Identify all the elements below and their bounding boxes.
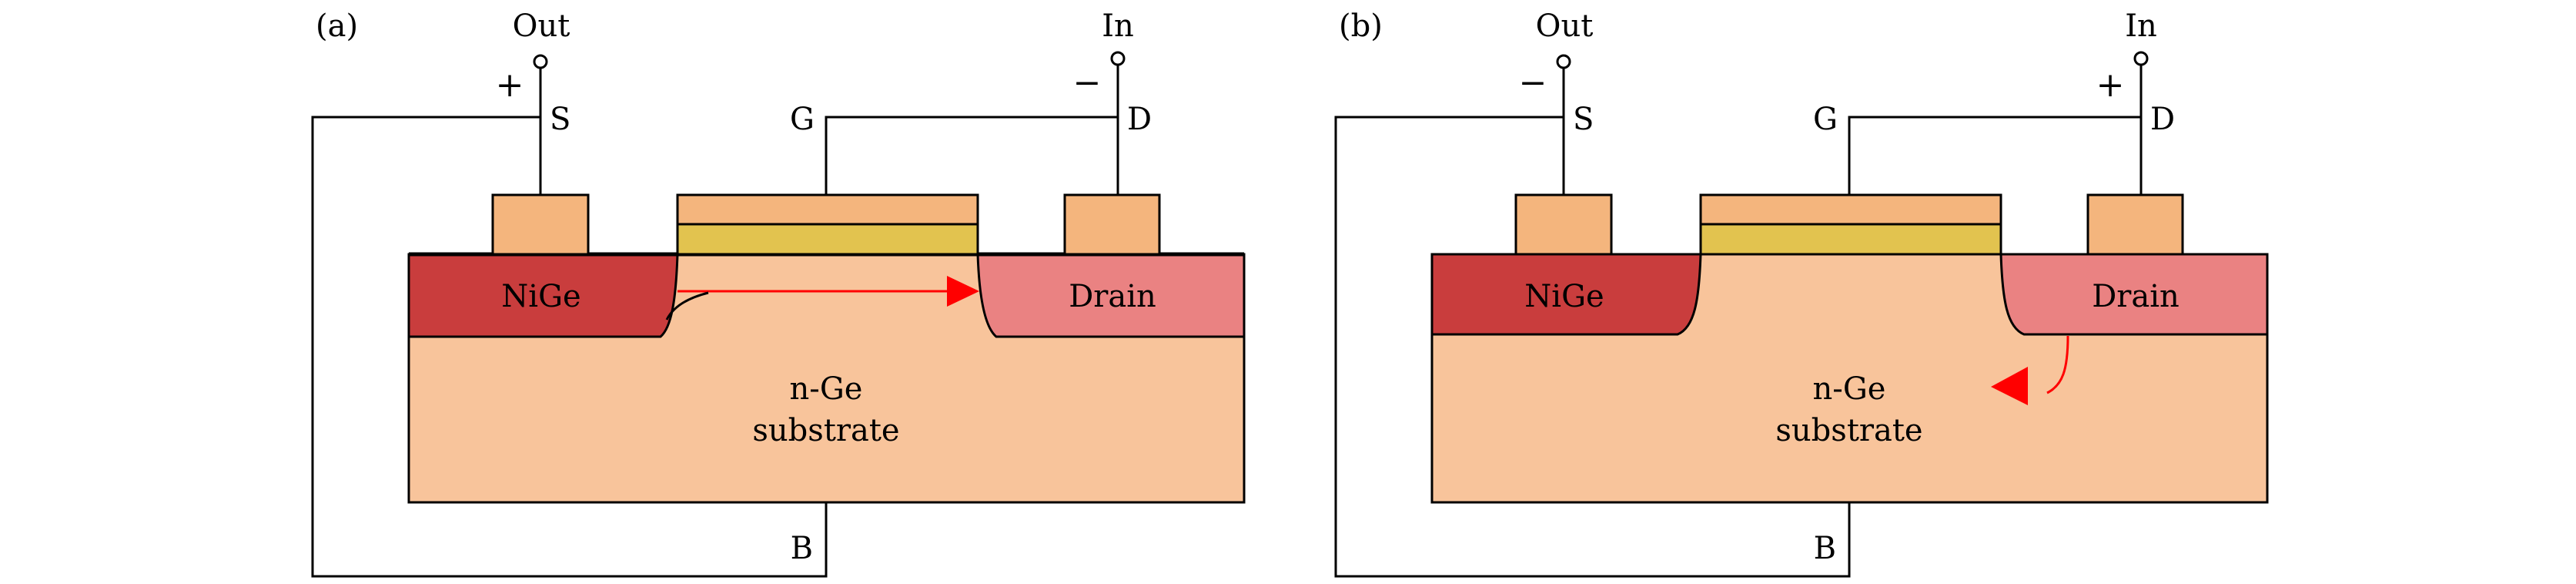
source-bulk-wire [1334, 116, 1851, 578]
current-arrow-head-icon [947, 276, 979, 307]
gate-terminal-label: G [790, 102, 815, 137]
bulk-terminal-label: B [791, 531, 813, 566]
in-terminal-icon [1110, 51, 1126, 66]
panel-label: (b) [1339, 8, 1383, 44]
gate-drain-wire [825, 116, 1118, 195]
nige-label: NiGe [1524, 279, 1604, 314]
gate-oxide [676, 223, 979, 256]
out-terminal-icon [533, 54, 548, 69]
drain-region-label: Drain [2092, 279, 2180, 314]
panel-label: (a) [316, 8, 358, 44]
source-bulk-wire [311, 116, 828, 578]
source-terminal-label: S [550, 102, 570, 137]
substrate-label-line1: n-Ge [1813, 371, 1886, 407]
gate-oxide [1699, 223, 2002, 256]
source-polarity: − [1519, 63, 1547, 102]
nige-source-region [1430, 253, 1702, 336]
drain-region [976, 253, 1246, 338]
in-terminal-icon [2133, 51, 2149, 66]
substrate-label-line2: substrate [1775, 413, 1922, 448]
out-label: Out [1536, 8, 1594, 44]
nige-label: NiGe [501, 279, 580, 314]
out-label: Out [513, 8, 570, 44]
drain-region [1999, 253, 2269, 336]
bulk-terminal-label: B [1814, 531, 1836, 566]
drain-contact [1063, 193, 1161, 256]
drain-polarity: − [1073, 63, 1102, 102]
drain-terminal-label: D [2150, 102, 2175, 137]
gate-electrode [676, 193, 979, 226]
drain-terminal-label: D [1127, 102, 1152, 137]
panel-a: (a) Out In + − S G D B NiGe Drain n-Ge s… [311, 8, 1246, 578]
source-contact [491, 193, 590, 256]
leakage-arrow-head-icon [1991, 367, 2028, 405]
in-label: In [2125, 8, 2157, 44]
substrate-label-line2: substrate [752, 413, 899, 448]
source-terminal-label: S [1573, 102, 1594, 137]
panel-b: (b) Out In − + S G D B NiGe Drain n-Ge s… [1334, 8, 2269, 578]
leakage-arrow-line [2046, 335, 2069, 394]
gate-electrode [1699, 193, 2002, 226]
source-contact [1514, 193, 1613, 256]
gate-drain-wire [1848, 116, 2141, 195]
in-label: In [1102, 8, 1134, 44]
source-polarity: + [496, 65, 524, 105]
substrate-label-line1: n-Ge [790, 371, 863, 407]
drain-polarity: + [2096, 65, 2125, 105]
out-terminal-icon [1556, 54, 1571, 69]
drain-region-label: Drain [1069, 279, 1156, 314]
drain-contact [2086, 193, 2184, 256]
gate-terminal-label: G [1813, 102, 1838, 137]
depletion-curve [665, 291, 709, 321]
